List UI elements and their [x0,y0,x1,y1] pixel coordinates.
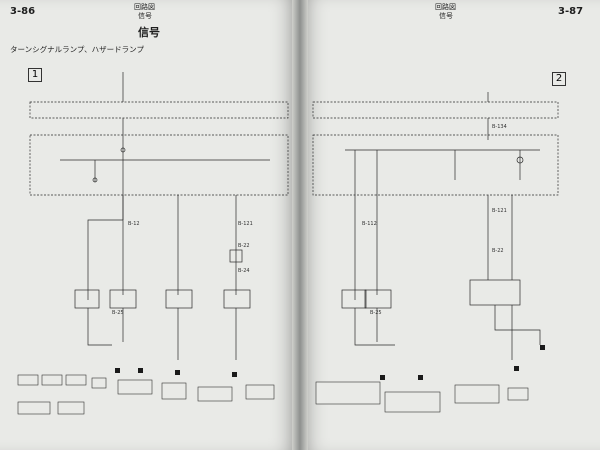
left-running-head-line2: 信号 [138,12,152,20]
conn-label-b112: B-112 [362,221,377,227]
conn-label-b22-r: B-22 [492,248,504,254]
conn-label-b134: B-134 [492,124,507,130]
figure-number-box-right: 2 [552,72,566,86]
section-title: 信号 [138,26,160,39]
left-page-number: 3-86 [10,6,36,17]
left-running-head-line1: 回路図 [134,3,155,11]
conn-label-b22: B-22 [238,243,250,249]
conn-label-b25: B-25 [112,310,124,316]
conn-label-b24: B-24 [238,268,250,274]
right-page-number: 3-87 [558,6,584,17]
figure-number-box: 1 [28,68,42,82]
conn-label-b12: B-12 [128,221,140,227]
book-spine [292,0,308,450]
right-running-head-line1: 回路図 [435,3,456,11]
diagram-subtitle: ターンシグナルランプ、ハザードランプ [10,45,144,54]
conn-label-b121-r: B-121 [492,208,507,214]
conn-label-b25-r: B-25 [370,310,382,316]
right-running-head-line2: 信号 [439,12,453,20]
conn-label-b121: B-121 [238,221,253,227]
right-page: 3-87 回路図 信号 2 [300,0,600,450]
